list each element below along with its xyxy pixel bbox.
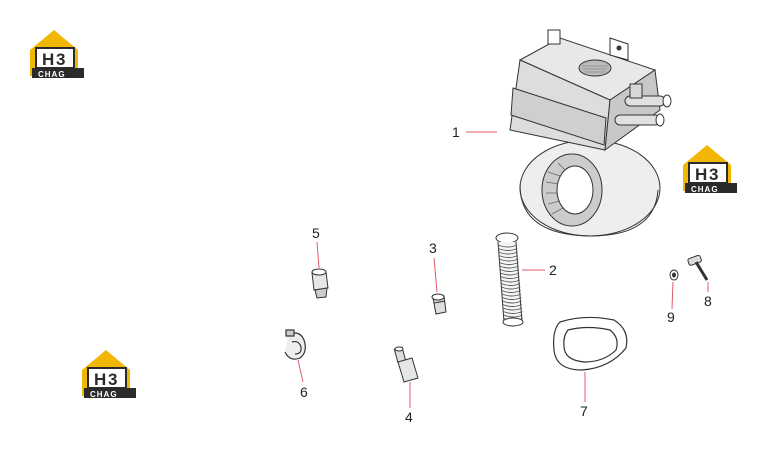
part-6-hose-clamp [284, 329, 306, 360]
leader-5 [316, 241, 320, 269]
part-9-washer [669, 269, 679, 281]
part-4-pipe-fitting [393, 346, 419, 383]
leader-lines [297, 131, 709, 408]
part-7-gasket [553, 316, 628, 371]
part-2-spring-hose [495, 232, 524, 327]
part-8-bolt [687, 254, 709, 281]
part-3-nozzle [431, 293, 447, 315]
leader-3 [433, 257, 438, 293]
brand-logo-bottom-left [81, 349, 137, 400]
callout-8: 8 [704, 293, 712, 309]
callout-numbers: 1 2 3 4 5 6 7 8 9 [300, 124, 712, 425]
brand-logo-top-left [29, 29, 85, 80]
callout-4: 4 [405, 409, 413, 425]
callout-3: 3 [429, 240, 437, 256]
part-1-heater-blower-assembly [509, 29, 672, 237]
leader-6 [297, 359, 304, 383]
callout-9: 9 [667, 309, 675, 325]
callout-1: 1 [452, 124, 460, 140]
callout-7: 7 [580, 403, 588, 419]
callout-5: 5 [312, 225, 320, 241]
brand-logo-right [682, 144, 738, 195]
part-5-plug [311, 268, 329, 299]
callout-6: 6 [300, 384, 308, 400]
callout-2: 2 [549, 262, 557, 278]
leader-9 [671, 281, 674, 310]
